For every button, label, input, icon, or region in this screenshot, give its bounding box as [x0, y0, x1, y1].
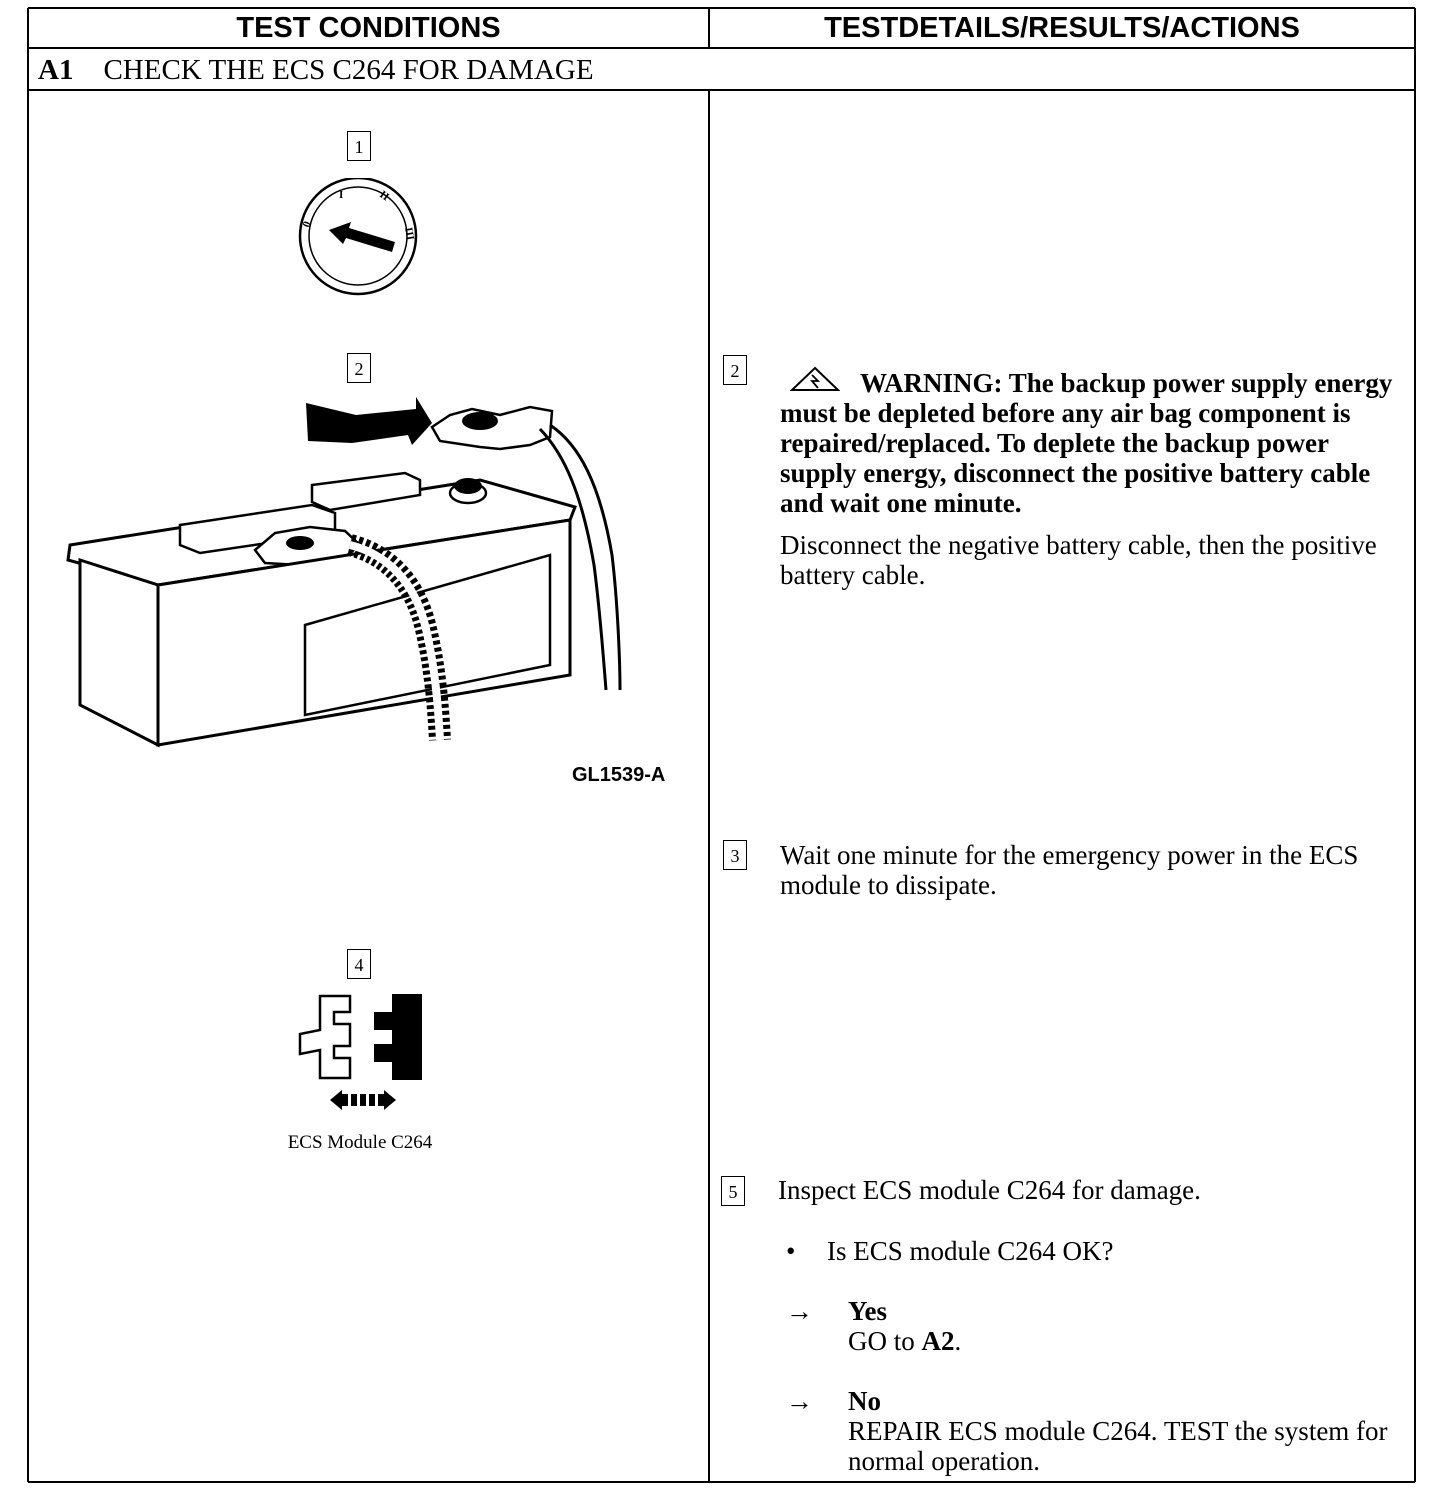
ignition-switch-icon: 0 I II III — [298, 178, 418, 296]
yes-action-target: A2 — [921, 1326, 955, 1356]
figure-step-4-box: 4 — [347, 949, 371, 979]
figure-step-1-box: 1 — [347, 131, 371, 161]
no-arrow-icon: → — [786, 1386, 813, 1416]
no-action: REPAIR ECS module C264. TEST the system … — [848, 1416, 1388, 1476]
warning-triangle-icon — [790, 366, 840, 391]
yes-label: Yes — [848, 1296, 887, 1326]
no-label: No — [848, 1386, 881, 1416]
step-5-box: 5 — [721, 1176, 745, 1206]
connector-caption: ECS Module C264 — [287, 1132, 433, 1153]
ignition-mark-3: III — [402, 226, 416, 241]
ignition-mark-0: 0 — [301, 219, 314, 229]
header-test-conditions: TEST CONDITIONS — [236, 12, 501, 44]
section-title: CHECK THE ECS C264 FOR DAMAGE — [103, 54, 594, 86]
header-test-details: TESTDETAILS/RESULTS/ACTIONS — [824, 12, 1300, 44]
ignition-mark-1: I — [339, 189, 343, 201]
question-bullet: • — [786, 1236, 796, 1266]
yes-action-suffix: . — [954, 1326, 962, 1356]
section-id: A1 — [38, 54, 74, 86]
yes-arrow-icon: → — [786, 1296, 813, 1326]
section-title-row: A1 CHECK THE ECS C264 FOR DAMAGE — [38, 52, 594, 88]
step-2-box: 2 — [723, 355, 747, 385]
figure-id: GL1539-A — [572, 764, 666, 786]
step-2-warning: WARNING: The backup power supply energy … — [780, 368, 1393, 518]
step-3-box: 3 — [723, 840, 747, 870]
connector-disconnect-icon — [298, 994, 422, 1110]
step-5-question: Is ECS module C264 OK? — [827, 1236, 1114, 1266]
yes-action-prefix: GO to — [848, 1326, 922, 1356]
yes-action: GO to A2. — [848, 1326, 961, 1356]
step-2-instruction: Disconnect the negative battery cable, t… — [780, 530, 1377, 590]
step-5-instruction: Inspect ECS module C264 for damage. — [778, 1175, 1201, 1205]
figure-step-2-box: 2 — [347, 353, 371, 383]
step-3-instruction: Wait one minute for the emergency power … — [780, 840, 1359, 900]
ignition-mark-2: II — [377, 189, 391, 204]
battery-illustration — [66, 397, 622, 748]
